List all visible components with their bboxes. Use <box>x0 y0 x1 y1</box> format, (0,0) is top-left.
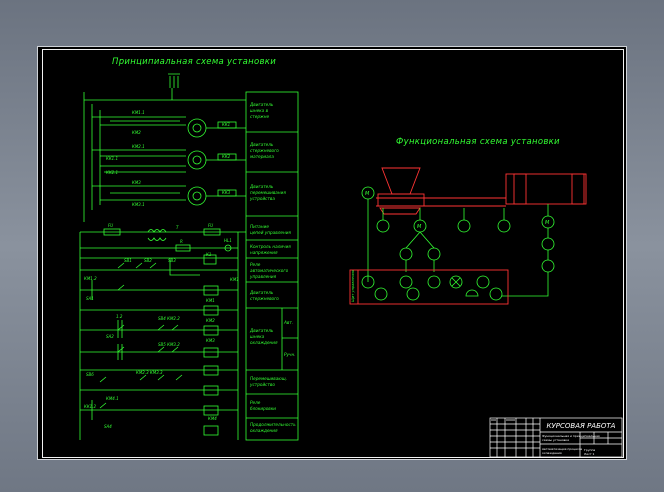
svg-text:КК1.1: КК1.1 <box>106 156 118 161</box>
principal-scheme-title: Принципиальная схема установки <box>112 57 276 67</box>
svg-text:перемешивания: перемешивания <box>250 190 286 195</box>
svg-text:блокировки: блокировки <box>250 406 276 411</box>
svg-text:FU: FU <box>108 223 113 228</box>
drawing-sheet <box>37 46 627 460</box>
svg-text:охлаждения: охлаждения <box>250 428 278 433</box>
svg-text:SB1: SB1 <box>124 258 132 263</box>
svg-text:FU: FU <box>208 223 213 228</box>
svg-text:Автоматизация процесса: Автоматизация процесса <box>542 447 582 451</box>
svg-text:КК2: КК2 <box>222 154 231 159</box>
svg-text:шнека: шнека <box>250 334 265 339</box>
svg-text:КМ2: КМ2 <box>132 130 141 135</box>
svg-text:Группа: Группа <box>584 448 595 452</box>
svg-text:КМ1: КМ1 <box>230 277 239 282</box>
svg-text:HL1: HL1 <box>224 238 232 243</box>
svg-text:КМ4.1: КМ4.1 <box>106 396 119 401</box>
svg-text:Двигатель: Двигатель <box>249 328 274 333</box>
svg-text:КМ2.1: КМ2.1 <box>132 144 145 149</box>
svg-text:Питание: Питание <box>250 224 269 229</box>
svg-text:Ручн.: Ручн. <box>284 352 296 357</box>
svg-text:КМ2.3 КМ3.3: КМ2.3 КМ3.3 <box>136 370 163 375</box>
svg-text:SB4 КМ2.2: SB4 КМ2.2 <box>158 316 180 321</box>
svg-text:напряжения: напряжения <box>250 250 278 255</box>
svg-text:SB6: SB6 <box>86 372 94 377</box>
svg-text:Реле: Реле <box>250 262 261 267</box>
svg-text:цепей управления: цепей управления <box>250 230 291 235</box>
svg-text:М: М <box>365 191 370 197</box>
svg-text:КМ1.1: КМ1.1 <box>132 110 145 115</box>
svg-text:охлаждения: охлаждения <box>542 451 562 455</box>
svg-text:КК1.2: КК1.2 <box>84 404 96 409</box>
svg-text:T: T <box>176 225 179 230</box>
svg-text:автоматического: автоматического <box>250 268 289 273</box>
svg-text:SB2: SB2 <box>144 258 152 263</box>
svg-text:К1: К1 <box>206 252 211 257</box>
svg-text:Двигатель: Двигатель <box>249 102 274 107</box>
svg-text:Реле: Реле <box>250 400 261 405</box>
svg-text:КМ3.1: КМ3.1 <box>132 202 145 207</box>
svg-text:КМ4: КМ4 <box>208 416 217 421</box>
svg-text:М: М <box>545 220 550 226</box>
svg-text:Авт.: Авт. <box>283 320 293 325</box>
svg-text:стержне: стержне <box>250 114 269 119</box>
svg-text:схемы установки: схемы установки <box>542 438 569 442</box>
svg-text:устройства: устройства <box>249 196 275 201</box>
svg-text:SA2: SA2 <box>106 334 114 339</box>
svg-text:КМ3: КМ3 <box>206 338 215 343</box>
title-block: Функциональная и принципиальная схемы ус… <box>489 417 623 458</box>
functional-scheme: М М М Щит управления <box>349 167 587 305</box>
svg-text:Лист 1: Лист 1 <box>584 452 595 456</box>
svg-text:Двигатель: Двигатель <box>249 290 274 295</box>
svg-text:КК1: КК1 <box>222 122 230 127</box>
svg-text:R: R <box>180 239 183 244</box>
svg-text:стержневого: стержневого <box>250 296 279 301</box>
svg-text:КМ1: КМ1 <box>206 298 215 303</box>
svg-text:Контроль наличия: Контроль наличия <box>250 244 291 249</box>
stamp-title: КУРСОВАЯ РАБОТА <box>547 422 616 430</box>
svg-text:стержневого: стержневого <box>250 148 279 153</box>
svg-text:КК2.1: КК2.1 <box>106 170 118 175</box>
svg-text:КК3: КК3 <box>222 190 231 195</box>
svg-text:SB5 КМ3.2: SB5 КМ3.2 <box>158 342 180 347</box>
svg-text:шнека в: шнека в <box>250 108 269 113</box>
svg-text:материала: материала <box>250 154 274 159</box>
svg-text:устройство: устройство <box>249 382 275 387</box>
svg-text:1.2: 1.2 <box>116 314 123 319</box>
principal-scheme: КМ1.1 КМ2 КМ2.1 КК1.1 КК2.1 КМ3 КМ3.1 КК… <box>79 73 299 441</box>
svg-text:Двигатель: Двигатель <box>249 142 274 147</box>
svg-text:SB3: SB3 <box>168 258 176 263</box>
svg-text:управления: управления <box>249 274 277 279</box>
svg-text:КМ3: КМ3 <box>132 180 141 185</box>
svg-text:Двигатель: Двигатель <box>249 184 274 189</box>
svg-text:Перемешивающ.: Перемешивающ. <box>250 376 287 381</box>
svg-text:SA4: SA4 <box>104 424 112 429</box>
svg-text:КМ1.2: КМ1.2 <box>84 276 97 281</box>
svg-text:SA1: SA1 <box>86 296 94 301</box>
functional-scheme-title: Функциональная схема установки <box>396 137 560 147</box>
svg-text:М: М <box>417 224 422 230</box>
svg-text:Щит управления: Щит управления <box>351 269 355 302</box>
svg-text:Функциональная и принципиальна: Функциональная и принципиальная <box>542 434 600 438</box>
svg-text:КМ2: КМ2 <box>206 318 215 323</box>
svg-text:охлаждения: охлаждения <box>250 340 278 345</box>
svg-text:Продолжительность: Продолжительность <box>250 422 296 427</box>
